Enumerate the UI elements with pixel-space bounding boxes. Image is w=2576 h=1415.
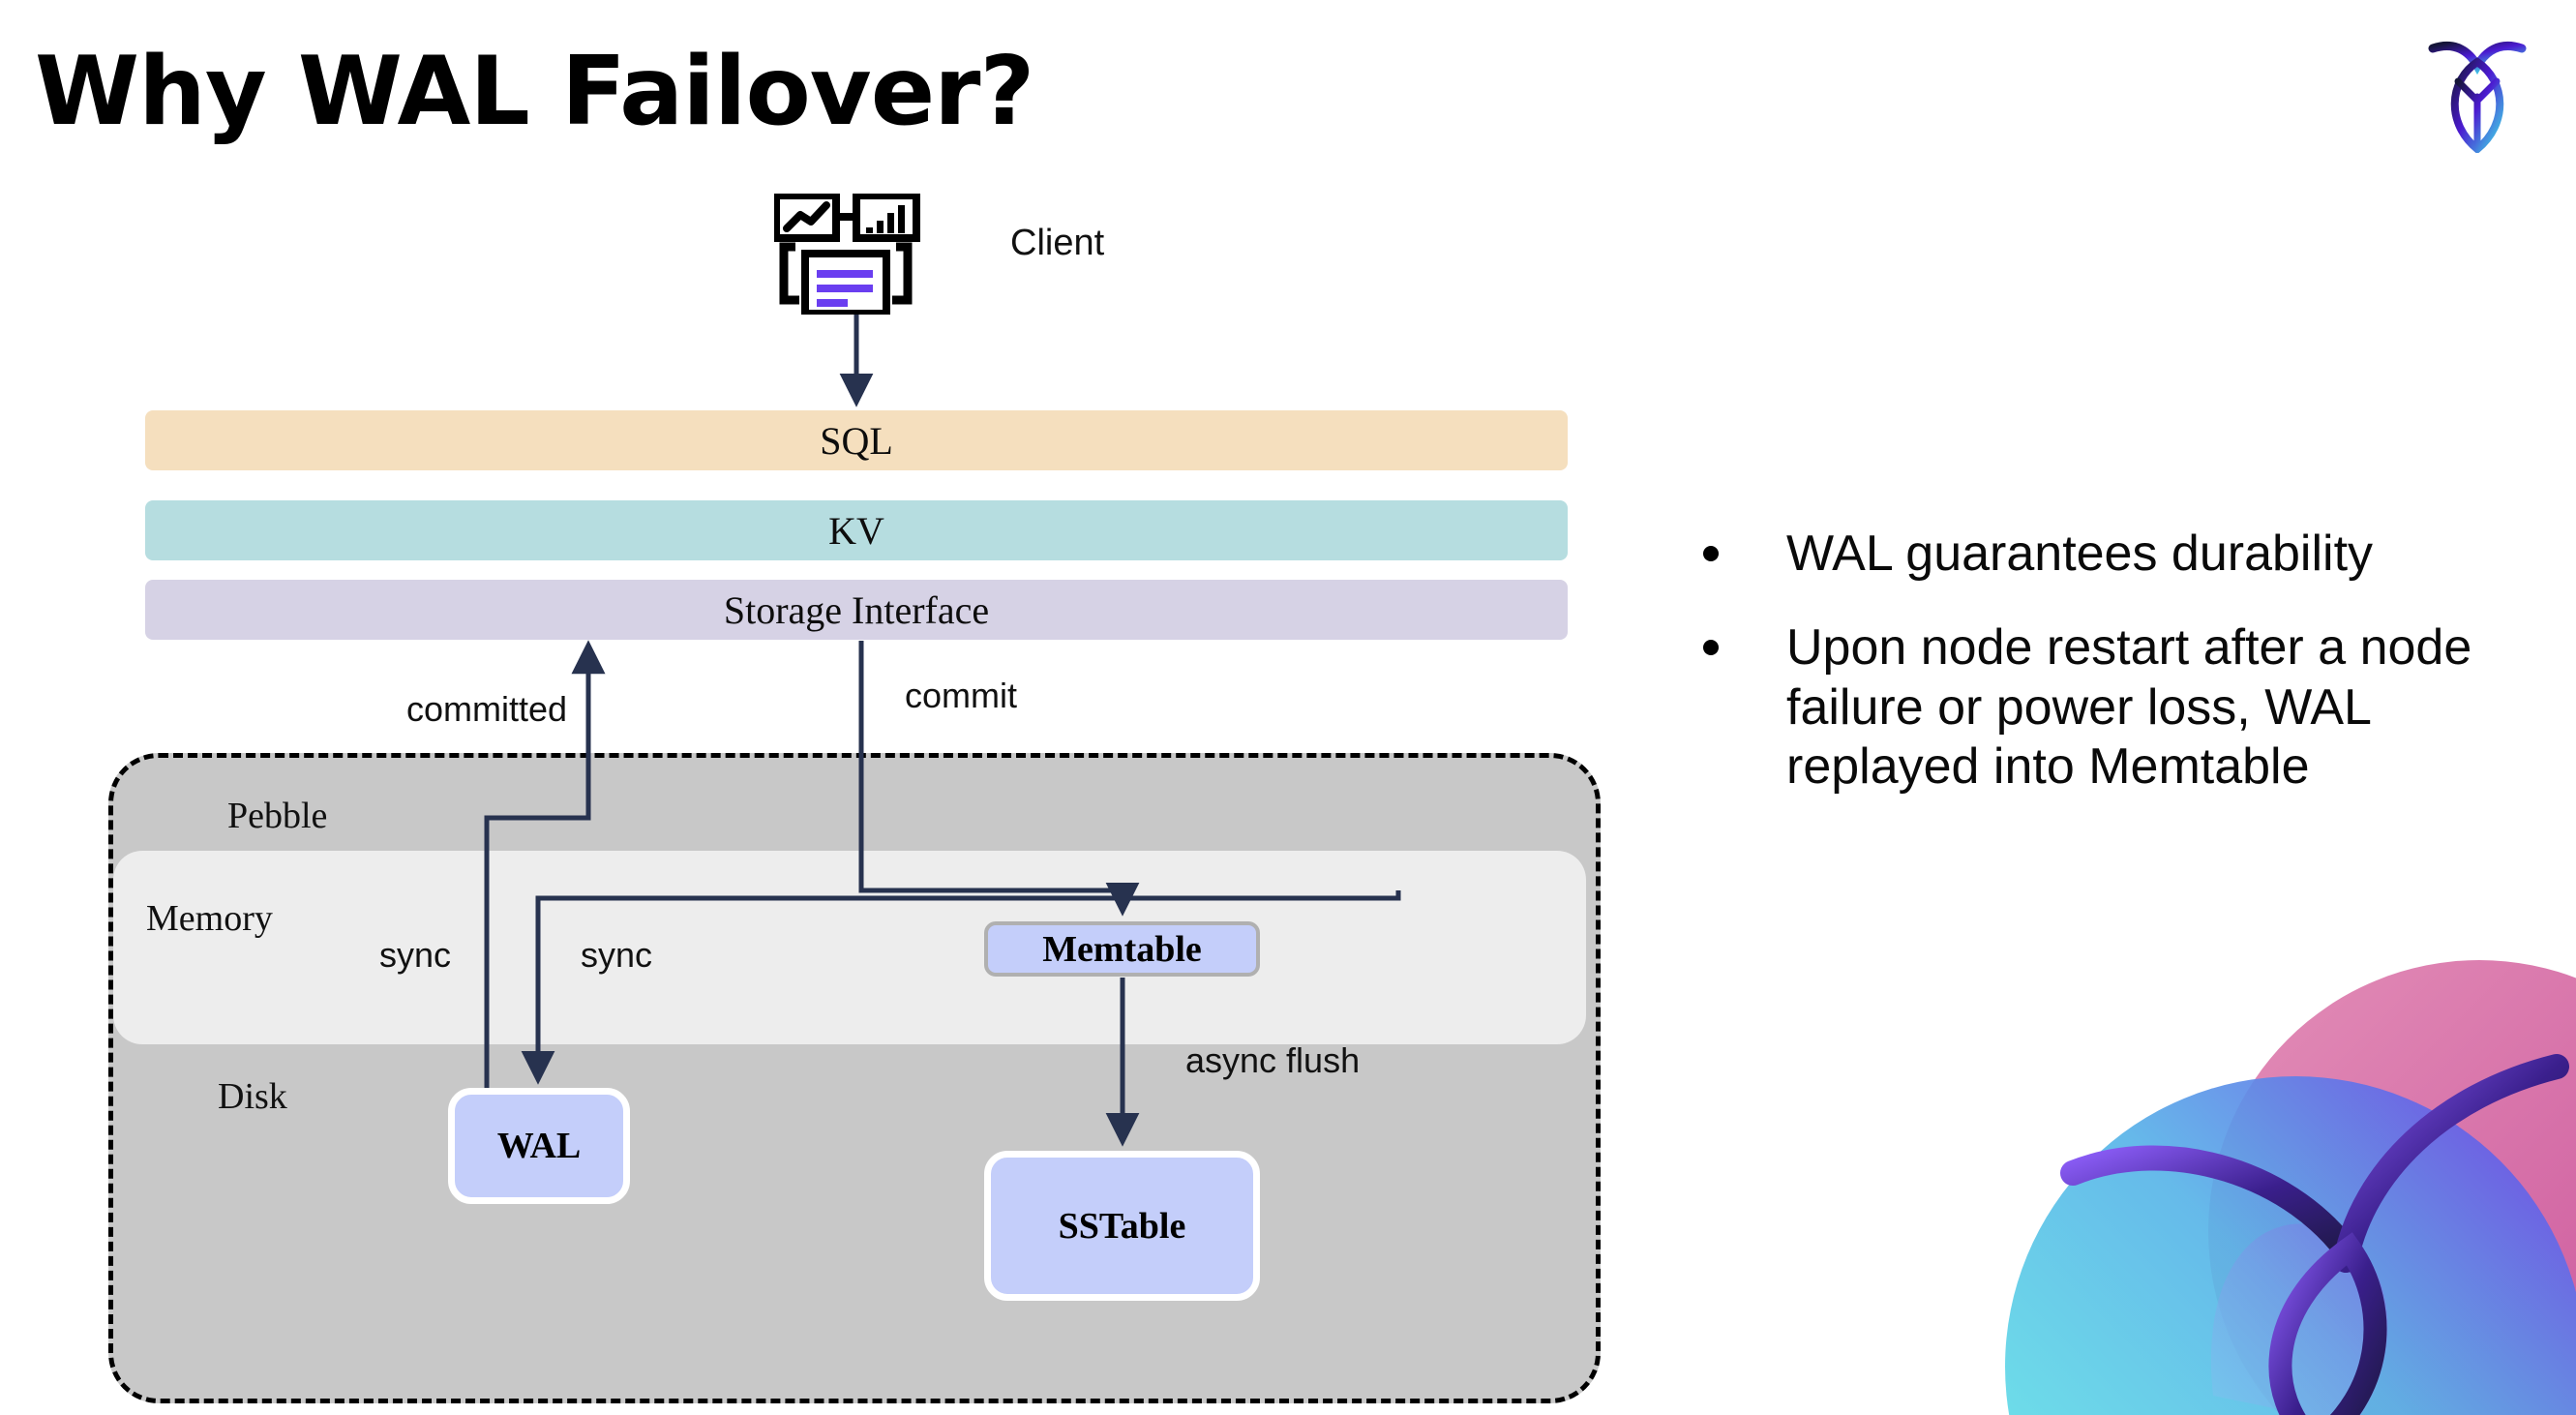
node-label-wal: WAL xyxy=(496,1126,582,1166)
pebble-label: Pebble xyxy=(227,796,328,836)
node-memtable: Memtable xyxy=(984,921,1260,977)
bullet-text: WAL guarantees durability xyxy=(1786,526,2374,582)
layer-bar-sql: SQL xyxy=(145,410,1568,470)
layer-label-kv: KV xyxy=(828,508,884,553)
layer-label-sql: SQL xyxy=(820,418,893,463)
bullet-text: Upon node restart after a node failure o… xyxy=(1786,619,2472,796)
node-label-memtable: Memtable xyxy=(1042,928,1202,970)
bullet-dot-icon xyxy=(1703,640,1719,656)
cockroachdb-logo xyxy=(2419,27,2535,155)
client-label: Client xyxy=(1010,223,1105,263)
node-wal: WAL xyxy=(448,1088,630,1204)
edge-label-commit: commit xyxy=(905,676,1017,715)
layer-bar-storage-interface: Storage Interface xyxy=(145,580,1568,640)
node-sstable: SSTable xyxy=(984,1151,1260,1301)
memory-label: Memory xyxy=(146,898,273,939)
list-item: Upon node restart after a node failure o… xyxy=(1703,618,2506,797)
node-label-sstable: SSTable xyxy=(1058,1205,1186,1247)
disk-label: Disk xyxy=(218,1076,287,1117)
page-title: Why WAL Failover? xyxy=(35,37,1034,147)
bullet-dot-icon xyxy=(1703,546,1719,561)
memory-region xyxy=(113,851,1586,1044)
bullet-list: WAL guarantees durability Upon node rest… xyxy=(1703,525,2506,831)
decorative-brand-art xyxy=(1976,941,2576,1415)
client-dashboard-icon xyxy=(772,192,929,317)
layer-label-storage-interface: Storage Interface xyxy=(723,587,990,632)
edge-label-async-flush: async flush xyxy=(1185,1040,1361,1080)
layer-bar-kv: KV xyxy=(145,500,1568,560)
edge-label-sync-1: sync xyxy=(379,935,452,975)
edge-label-committed: committed xyxy=(406,689,568,729)
edge-label-sync-2: sync xyxy=(581,935,653,975)
list-item: WAL guarantees durability xyxy=(1703,525,2506,584)
pebble-container: Pebble Memory Disk xyxy=(108,753,1601,1403)
